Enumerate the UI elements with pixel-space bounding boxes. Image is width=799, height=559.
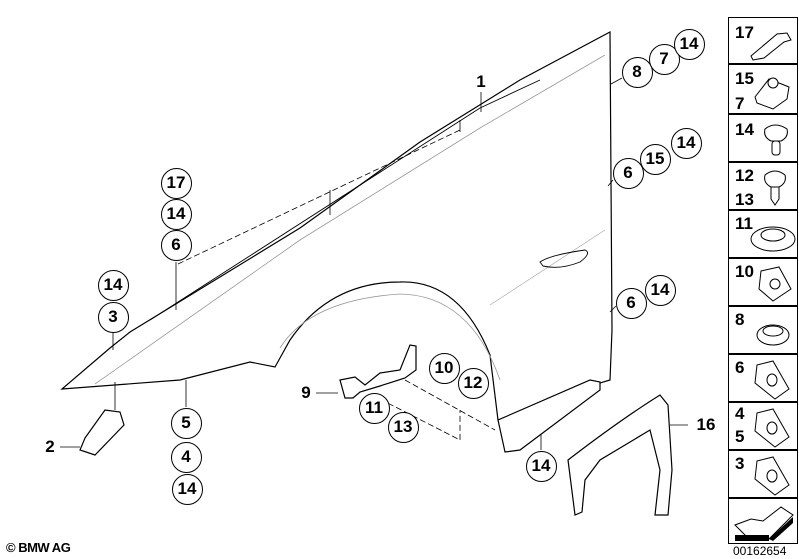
part-panel-11[interactable]: 11 — [728, 210, 798, 258]
plate-nut-icon — [754, 456, 790, 496]
part-panel-3[interactable]: 3 — [728, 450, 798, 498]
callout-11[interactable]: 11 — [358, 392, 390, 424]
fender-diagram — [60, 31, 688, 516]
part-label: 14 — [735, 120, 754, 139]
callout-14[interactable]: 14 — [525, 450, 557, 482]
part-panel-12-13[interactable]: 12 13 — [728, 162, 798, 210]
plate-nut-icon — [754, 360, 790, 400]
callout-17[interactable]: 17 — [160, 167, 192, 199]
callout-6[interactable]: 6 — [160, 229, 192, 261]
part-panel-14[interactable]: 14 — [728, 114, 798, 162]
callout-14[interactable]: 14 — [670, 127, 702, 159]
callout-12[interactable]: 12 — [457, 367, 489, 399]
navigate-arrow-button[interactable] — [728, 498, 798, 544]
clip-icon — [750, 32, 792, 61]
bracket-9-shape — [339, 344, 417, 399]
fender-outline — [60, 31, 613, 433]
ring-icon — [756, 324, 790, 346]
callout-9[interactable]: 9 — [301, 383, 311, 402]
part-label: 11 — [735, 214, 753, 233]
part-label: 4 — [735, 404, 745, 423]
part-label: 15 — [735, 69, 754, 88]
callout-5[interactable]: 5 — [170, 407, 202, 439]
screw-icon — [764, 124, 788, 156]
callout-14[interactable]: 14 — [97, 269, 129, 301]
callout-2[interactable]: 2 — [45, 437, 55, 456]
part-label: 5 — [735, 427, 745, 446]
part-panel-10[interactable]: 10 — [728, 258, 798, 306]
part-label: 10 — [735, 262, 754, 281]
callout-16[interactable]: 16 — [696, 415, 716, 434]
part-label: 7 — [735, 94, 745, 113]
callout-3[interactable]: 3 — [97, 301, 129, 333]
part-16-shape — [567, 394, 673, 516]
speed-nut-icon — [754, 77, 790, 110]
part-label: 13 — [735, 190, 754, 209]
copyright: © BMW AG — [6, 540, 71, 555]
bolt-icon — [764, 170, 786, 206]
callout-1[interactable]: 1 — [476, 72, 486, 91]
callout-6[interactable]: 6 — [615, 287, 647, 319]
part-label: 6 — [735, 358, 745, 377]
part-label: 3 — [735, 454, 745, 473]
part-panel-17[interactable]: 17 — [728, 17, 798, 64]
part-label: 12 — [735, 166, 754, 185]
image-id: 00162654 — [733, 544, 787, 558]
grommet-icon — [750, 226, 796, 252]
part-panel-8[interactable]: 8 — [728, 306, 798, 354]
part-panel-15-7[interactable]: 15 7 — [728, 64, 798, 114]
callout-14[interactable]: 14 — [160, 198, 192, 230]
plate-nut-icon — [754, 408, 790, 448]
callout-14[interactable]: 14 — [171, 473, 203, 505]
callout-14[interactable]: 14 — [673, 28, 705, 60]
callout-14[interactable]: 14 — [644, 274, 676, 306]
callout-6[interactable]: 6 — [612, 157, 644, 189]
clip-nut-icon — [758, 266, 792, 302]
callout-15[interactable]: 15 — [639, 143, 671, 175]
callout-13[interactable]: 13 — [387, 411, 419, 443]
part-panel-4-5[interactable]: 4 5 — [728, 402, 798, 450]
part-label: 8 — [735, 310, 745, 329]
callout-10[interactable]: 10 — [428, 352, 460, 384]
part-panel-6[interactable]: 6 — [728, 354, 798, 402]
part-label: 17 — [735, 23, 754, 42]
callout-4[interactable]: 4 — [170, 441, 202, 473]
arrow-icon — [734, 506, 794, 541]
part-2-shape — [79, 409, 125, 456]
callout-8[interactable]: 8 — [621, 56, 653, 88]
